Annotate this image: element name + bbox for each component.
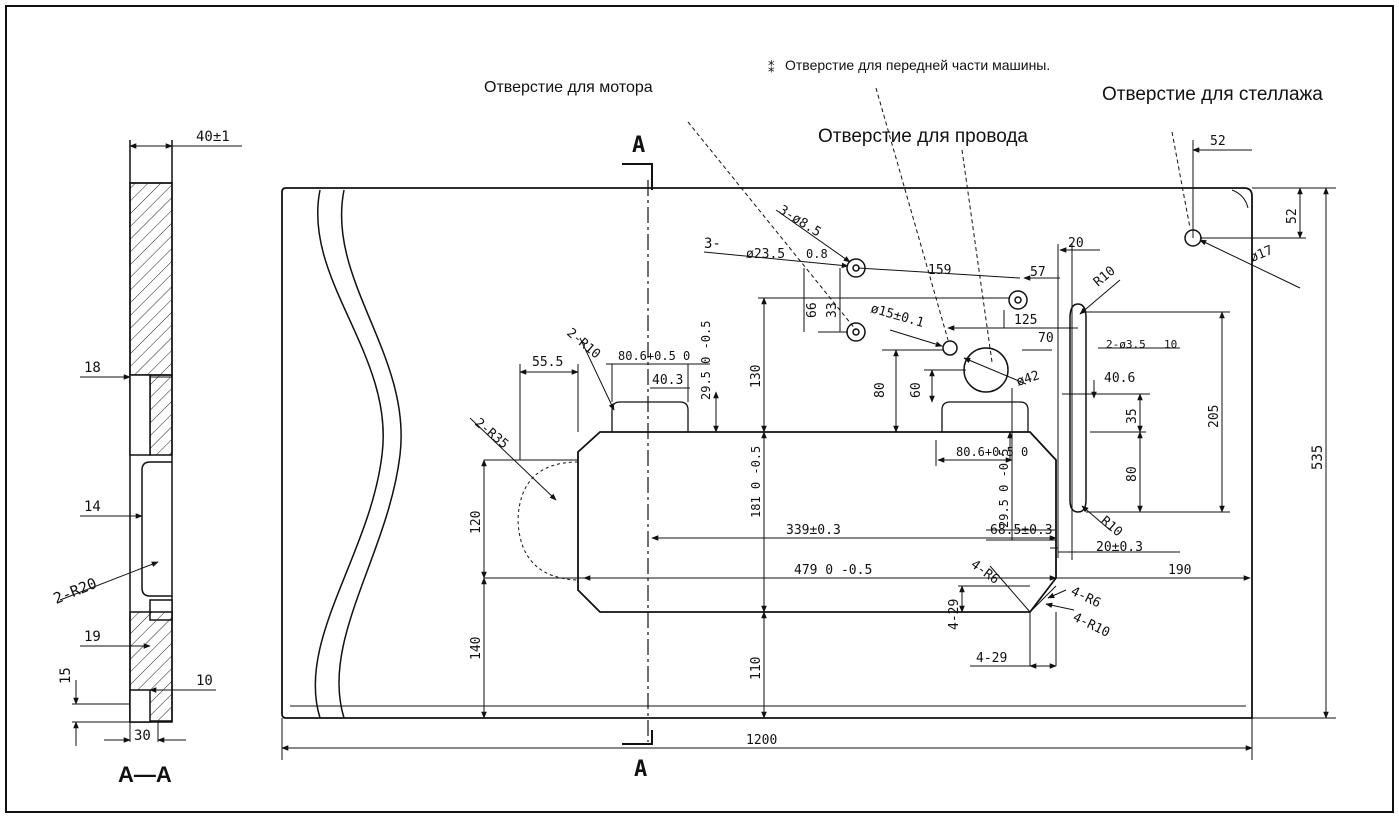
dim-2-r35: 2-R35: [471, 416, 511, 453]
dim-r10-top: R10: [1091, 263, 1119, 290]
section-mark-bottom: A: [634, 757, 647, 782]
section-dim-10: 10: [196, 673, 213, 689]
label-front-hole: Отверстие для передней части машины.: [785, 57, 1050, 73]
section-view: [59, 140, 242, 746]
dim-2-r10: 2-R10: [563, 326, 603, 363]
dim-r10-mid: R10: [1097, 514, 1125, 541]
table-outline: [281, 187, 1253, 719]
dim-190: 190: [1168, 563, 1191, 578]
dimension-lines: [281, 87, 1336, 760]
dim-130: 130: [749, 365, 764, 388]
dim-70: 70: [1038, 331, 1054, 346]
dim-295-a: 29.5 0 -0.5: [699, 321, 713, 400]
dim-205: 205: [1207, 405, 1222, 428]
section-dim-19: 19: [84, 629, 101, 645]
section-dim-30: 30: [134, 728, 151, 744]
section-dim-15: 15: [58, 667, 74, 684]
dim-295-b: 29.5 0 -0.5: [997, 449, 1011, 528]
section-dim-40: 40±1: [196, 129, 230, 145]
dim-35: 35: [1125, 408, 1140, 424]
section-mark-top: A: [632, 133, 645, 158]
dim-339: 339±0.3: [786, 523, 841, 538]
dim-535: 535: [1310, 445, 1326, 470]
section-line: [622, 163, 653, 745]
label-motor-hole: Отверстие для мотора: [484, 79, 653, 96]
dim-33: 33: [825, 302, 840, 318]
dim-d42: ø42: [1015, 368, 1042, 390]
dim-2-d35: 2-ø3.5: [1106, 338, 1146, 351]
section-dim-r20: 2-R20: [51, 574, 100, 608]
dim-4-29-h: 4-29: [976, 651, 1007, 666]
section-name: A—A: [118, 762, 172, 787]
dim-52-h: 52: [1210, 134, 1226, 149]
dim-806-a: 80.6+0.5 0: [618, 349, 690, 363]
dim-4-r6-b: 4-R6: [1068, 584, 1103, 611]
dim-159: 159: [928, 263, 951, 278]
dim-66: 66: [805, 302, 820, 318]
dim-4-r6-a: 4-R6: [968, 557, 1002, 588]
dim-57: 57: [1030, 265, 1046, 280]
dim-60: 60: [909, 382, 924, 398]
dim-10: 10: [1164, 338, 1177, 351]
dim-d15: ø15±0.1: [869, 301, 926, 331]
dim-685: 68.5±0.3: [990, 523, 1053, 538]
dim-403: 40.3: [652, 373, 683, 388]
section-dim-18: 18: [84, 360, 101, 376]
dim-181: 181 0 -0.5: [749, 446, 763, 518]
dim-110: 110: [749, 657, 764, 680]
section-dim-14: 14: [84, 499, 101, 515]
dim-80-a: 80: [873, 382, 888, 398]
dim-20-b: 20±0.3: [1096, 540, 1143, 555]
dim-08: 0.8: [806, 247, 828, 261]
dim-20-top: 20: [1068, 236, 1084, 251]
dim-479: 479 0 -0.5: [794, 563, 872, 578]
dim-3: 3-: [704, 236, 721, 252]
dim-4-29-v: 4-29: [947, 599, 962, 630]
dim-806-b: 80.6+0.5 0: [956, 445, 1028, 459]
dim-555: 55.5: [532, 355, 563, 370]
label-rack-hole: Отверстие для стеллажа: [1102, 84, 1323, 105]
dim-4-r10: 4-R10: [1070, 610, 1112, 641]
dim-125: 125: [1014, 313, 1037, 328]
dim-1200: 1200: [746, 733, 777, 748]
dim-52-v: 52: [1285, 208, 1300, 224]
dim-120: 120: [469, 511, 484, 534]
dim-3-d85: 3-ø8.5: [776, 203, 824, 241]
dim-80-b: 80: [1125, 466, 1140, 482]
dim-d235: ø23.5: [746, 247, 785, 262]
front-hole-mark: ⁑: [768, 60, 775, 75]
dim-406: 40.6: [1104, 371, 1135, 386]
label-wire-hole: Отверстие для провода: [818, 126, 1028, 147]
drawing-border: [5, 5, 1394, 813]
dim-140: 140: [469, 637, 484, 660]
